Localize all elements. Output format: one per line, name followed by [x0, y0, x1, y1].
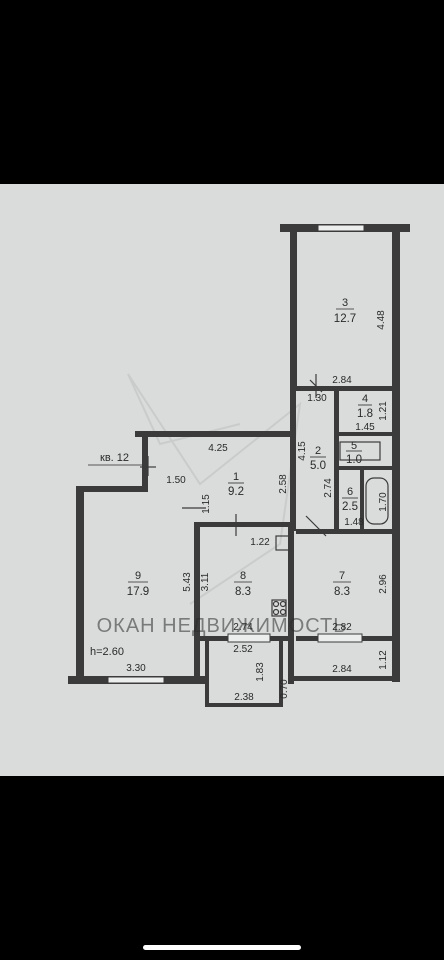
room-3-area: 12.7	[334, 313, 356, 325]
floor-plan: 3 12.7 4 1.8 2 5.0 5 1.0 6 2.5 1 9.2 9 1…	[0, 184, 444, 776]
floor-plan-photo: 3 12.7 4 1.8 2 5.0 5 1.0 6 2.5 1 9.2 9 1…	[0, 184, 444, 776]
dim-284-top: 2.84	[332, 375, 352, 386]
dim-121: 1.21	[378, 401, 389, 421]
room-6-area: 2.5	[342, 501, 358, 513]
windows	[107, 224, 365, 684]
room-9-number: 9	[135, 570, 141, 582]
room-8-number: 8	[240, 570, 246, 582]
room-3-number: 3	[342, 297, 348, 309]
dim-145: 1.45	[355, 422, 375, 433]
room-6-number: 6	[347, 486, 353, 498]
room-4-number: 4	[362, 393, 368, 405]
room-8-area: 8.3	[235, 586, 251, 598]
dim-258: 2.58	[278, 474, 289, 494]
dim-274-vertical: 2.74	[323, 478, 334, 498]
room-5-area: 1.0	[346, 454, 362, 466]
watermark-logo	[127, 373, 302, 605]
room-4-area: 1.8	[357, 408, 373, 420]
room-1-number: 1	[233, 471, 239, 483]
dim-148: 1.48	[344, 517, 364, 528]
dim-112: 1.12	[378, 650, 389, 670]
dim-543: 5.43	[182, 572, 193, 592]
dim-274-horizontal: 2.74	[233, 622, 253, 633]
dim-448: 4.48	[376, 310, 387, 330]
dim-238: 2.38	[234, 692, 254, 703]
watermark-text: ОКАН НЕДВИЖИМОСТЬ	[97, 615, 348, 637]
dim-425: 4.25	[208, 443, 228, 454]
dim-150: 1.50	[166, 475, 186, 486]
apartment-label: кв. 12	[100, 452, 129, 464]
paper-background	[0, 184, 444, 776]
room-9-area: 17.9	[127, 586, 149, 598]
room-7-number: 7	[339, 570, 345, 582]
ceiling-height: h=2.60	[90, 646, 124, 658]
room-2-area: 5.0	[310, 460, 326, 472]
dim-296: 2.96	[378, 574, 389, 594]
dim-284-bottom: 2.84	[332, 664, 352, 675]
room-5-number: 5	[351, 440, 357, 452]
room-2-number: 2	[315, 445, 321, 457]
dim-122: 1.22	[250, 537, 270, 548]
dim-130: 1.30	[307, 393, 327, 404]
dim-252: 2.52	[233, 644, 253, 655]
dim-330: 3.30	[126, 663, 146, 674]
room-7-area: 8.3	[334, 586, 350, 598]
dim-183: 1.83	[255, 662, 266, 682]
dim-311: 3.11	[200, 572, 211, 591]
dim-115: 1.15	[201, 494, 212, 514]
dim-070: 0.70	[279, 679, 290, 699]
bathtub	[271, 441, 389, 617]
room-1-area: 9.2	[228, 486, 244, 498]
door-marks	[140, 374, 327, 537]
home-indicator[interactable]	[143, 945, 301, 950]
dim-282: 2.82	[332, 622, 352, 633]
dim-415: 4.15	[297, 441, 308, 461]
dim-170: 1.70	[378, 492, 389, 512]
